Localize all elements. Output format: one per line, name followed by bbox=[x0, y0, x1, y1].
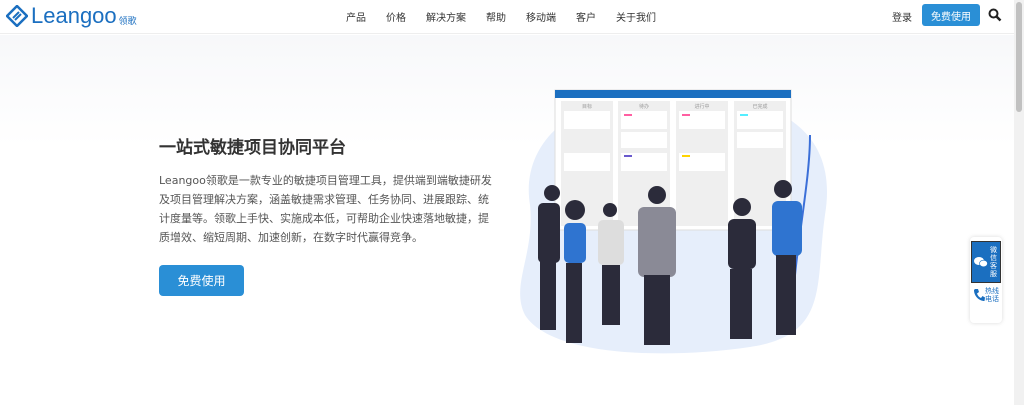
hotline-button[interactable]: 热线电话 bbox=[973, 287, 1001, 303]
cta-free-trial-button[interactable]: 免费使用 bbox=[159, 265, 244, 296]
free-trial-button[interactable]: 免费使用 bbox=[922, 4, 980, 26]
wechat-icon bbox=[974, 257, 988, 268]
scrollbar-thumb[interactable] bbox=[1016, 2, 1022, 112]
main-nav: 产品 价格 解决方案 帮助 移动端 客户 关于我们 bbox=[346, 9, 676, 24]
column-todo: 待办 bbox=[639, 103, 649, 110]
nav-about[interactable]: 关于我们 bbox=[616, 13, 656, 24]
hotline-label: 热线电话 bbox=[985, 287, 999, 303]
wechat-label: 微信客服 bbox=[990, 246, 997, 278]
header: Leangoo 领歌 产品 价格 解决方案 帮助 移动端 客户 关于我们 登录 … bbox=[0, 0, 1014, 34]
hero-illustration: 目标 待办 进行中 已完成 bbox=[520, 89, 828, 354]
phone-icon bbox=[974, 289, 985, 301]
page-scrollbar[interactable] bbox=[1014, 0, 1024, 405]
column-doing: 进行中 bbox=[694, 103, 709, 110]
hero-section bbox=[0, 35, 1014, 405]
nav-solutions[interactable]: 解决方案 bbox=[426, 13, 466, 24]
nav-product[interactable]: 产品 bbox=[346, 13, 366, 24]
page-title: 一站式敏捷项目协同平台 bbox=[159, 138, 346, 158]
wechat-service-button[interactable]: 微信客服 bbox=[971, 241, 1001, 283]
people bbox=[538, 180, 802, 345]
logo-sub: 领歌 bbox=[118, 17, 137, 27]
nav-mobile[interactable]: 移动端 bbox=[526, 13, 556, 24]
logo-icon bbox=[6, 5, 28, 27]
column-done: 已完成 bbox=[752, 103, 767, 110]
side-contact-panel: 微信客服 热线电话 bbox=[970, 237, 1002, 323]
logo[interactable]: Leangoo 领歌 bbox=[6, 5, 137, 27]
nav-customers[interactable]: 客户 bbox=[576, 13, 596, 24]
column-goal: 目标 bbox=[582, 103, 592, 110]
logo-text: Leangoo bbox=[31, 3, 117, 28]
login-link[interactable]: 登录 bbox=[892, 13, 912, 24]
hero-description: Leangoo领歌是一款专业的敏捷项目管理工具，提供端到端敏捷研发及项目管理解决… bbox=[159, 174, 492, 244]
nav-pricing[interactable]: 价格 bbox=[386, 13, 406, 24]
nav-help[interactable]: 帮助 bbox=[486, 13, 506, 24]
search-icon[interactable] bbox=[988, 8, 1002, 22]
